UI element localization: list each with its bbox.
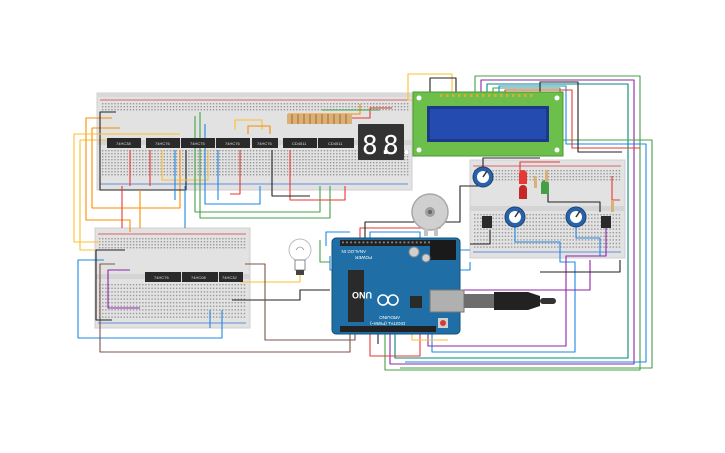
potentiometer-1[interactable] <box>472 166 494 188</box>
uno-label: UNO <box>352 290 372 300</box>
chip-74hc76-d[interactable]: 74HC76 <box>145 272 181 282</box>
led-red-1[interactable] <box>519 170 527 184</box>
resistors-right[interactable] <box>534 170 614 212</box>
arduino-logo-icon <box>377 294 399 306</box>
seven-segment-display[interactable]: 8. 8. <box>358 124 414 161</box>
chip-label: 74HC75 <box>190 141 205 146</box>
chip-74hc08[interactable]: 74HC08 <box>182 272 218 282</box>
led-green[interactable] <box>541 180 549 194</box>
breadboard-bottom-left-holes <box>99 238 246 318</box>
chip-label: 74HC32 <box>222 275 237 280</box>
resistor-array[interactable] <box>287 114 352 124</box>
dc-motor[interactable] <box>411 193 449 236</box>
chip-74hc32[interactable]: 74HC32 <box>219 272 243 282</box>
digit-1: 8. <box>362 131 393 161</box>
chip-74hc76-b[interactable]: 74HC76 <box>216 138 250 148</box>
chip-label: 74HC76 <box>257 141 272 146</box>
chip-cd4511-b[interactable]: CD4511 <box>318 138 354 148</box>
digital-label: DIGITAL (PWM~) <box>370 321 405 326</box>
digit-2: 8. <box>383 131 414 161</box>
arduino-uno-board[interactable]: UNO ARDUINO POWER ANALOG IN DIGITAL (PWM… <box>331 237 465 335</box>
analog-label: ANALOG IN <box>341 249 366 254</box>
chip-label: 74HC38 <box>116 141 131 146</box>
usb-cable[interactable] <box>464 292 556 310</box>
chips-bottom: 74HC76 74HC08 74HC32 <box>145 272 243 282</box>
wires <box>73 73 653 371</box>
transistor-1[interactable] <box>482 216 492 228</box>
chips-top: 74HC38 74HC76 74HC75 74HC76 74HC76 CD451… <box>107 138 354 148</box>
led-red-2[interactable] <box>519 185 527 199</box>
chip-74hc38-a[interactable]: 74HC38 <box>107 138 141 148</box>
potentiometer-3[interactable] <box>565 206 587 228</box>
chip-label: 74HC76 <box>154 275 169 280</box>
lcd-display[interactable] <box>412 91 564 157</box>
arduino-label: ARDUINO <box>379 315 400 320</box>
potentiometer-2[interactable] <box>504 206 526 228</box>
chip-label: 74HC76 <box>155 141 170 146</box>
chip-74hc76-c[interactable]: 74HC76 <box>252 138 278 148</box>
chip-label: 74HC76 <box>225 141 240 146</box>
transistor-2[interactable] <box>601 216 611 228</box>
chip-cd4511-a[interactable]: CD4511 <box>283 138 317 148</box>
chip-label: CD4511 <box>328 141 343 146</box>
chip-label: CD4511 <box>292 141 307 146</box>
chip-label: 74HC08 <box>191 275 206 280</box>
chip-74hc75[interactable]: 74HC75 <box>181 138 215 148</box>
power-label: POWER <box>354 255 372 260</box>
light-bulb-icon[interactable] <box>288 238 312 275</box>
chip-74hc76-a[interactable]: 74HC76 <box>146 138 180 148</box>
